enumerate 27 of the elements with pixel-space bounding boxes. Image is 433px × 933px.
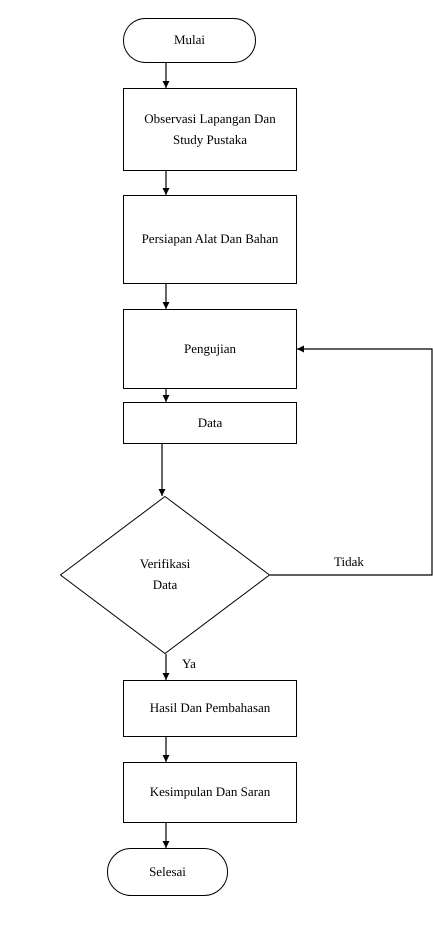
node-label: Pengujian <box>183 340 237 358</box>
process-box <box>123 402 297 444</box>
node-label: Persiapan Alat Dan Bahan <box>140 230 280 248</box>
arrow <box>270 346 433 576</box>
node-label: Hasil Dan Pembahasan <box>148 699 272 718</box>
node-label: Selesai <box>148 862 187 881</box>
arrow <box>162 63 170 88</box>
process-box <box>123 88 297 171</box>
arrow <box>162 284 170 309</box>
terminator-shape <box>107 848 228 896</box>
process-box <box>123 195 297 284</box>
node-label: Data <box>196 414 224 432</box>
decision-diamond <box>60 496 270 654</box>
arrow <box>162 171 170 195</box>
node-label: Verifikasi Data <box>138 555 192 594</box>
process-box <box>123 680 297 737</box>
arrow <box>162 823 170 848</box>
node-label: Kesimpulan Dan Saran <box>148 783 272 802</box>
arrow <box>162 737 170 762</box>
node-label: Mulai <box>172 31 206 50</box>
arrow <box>162 389 170 402</box>
node-label: Observasi Lapangan Dan Study Pustaka <box>143 110 277 149</box>
process-box <box>123 762 297 823</box>
arrow <box>158 444 166 496</box>
terminator-shape <box>123 18 256 63</box>
arrow <box>162 654 170 680</box>
process-box <box>123 309 297 389</box>
